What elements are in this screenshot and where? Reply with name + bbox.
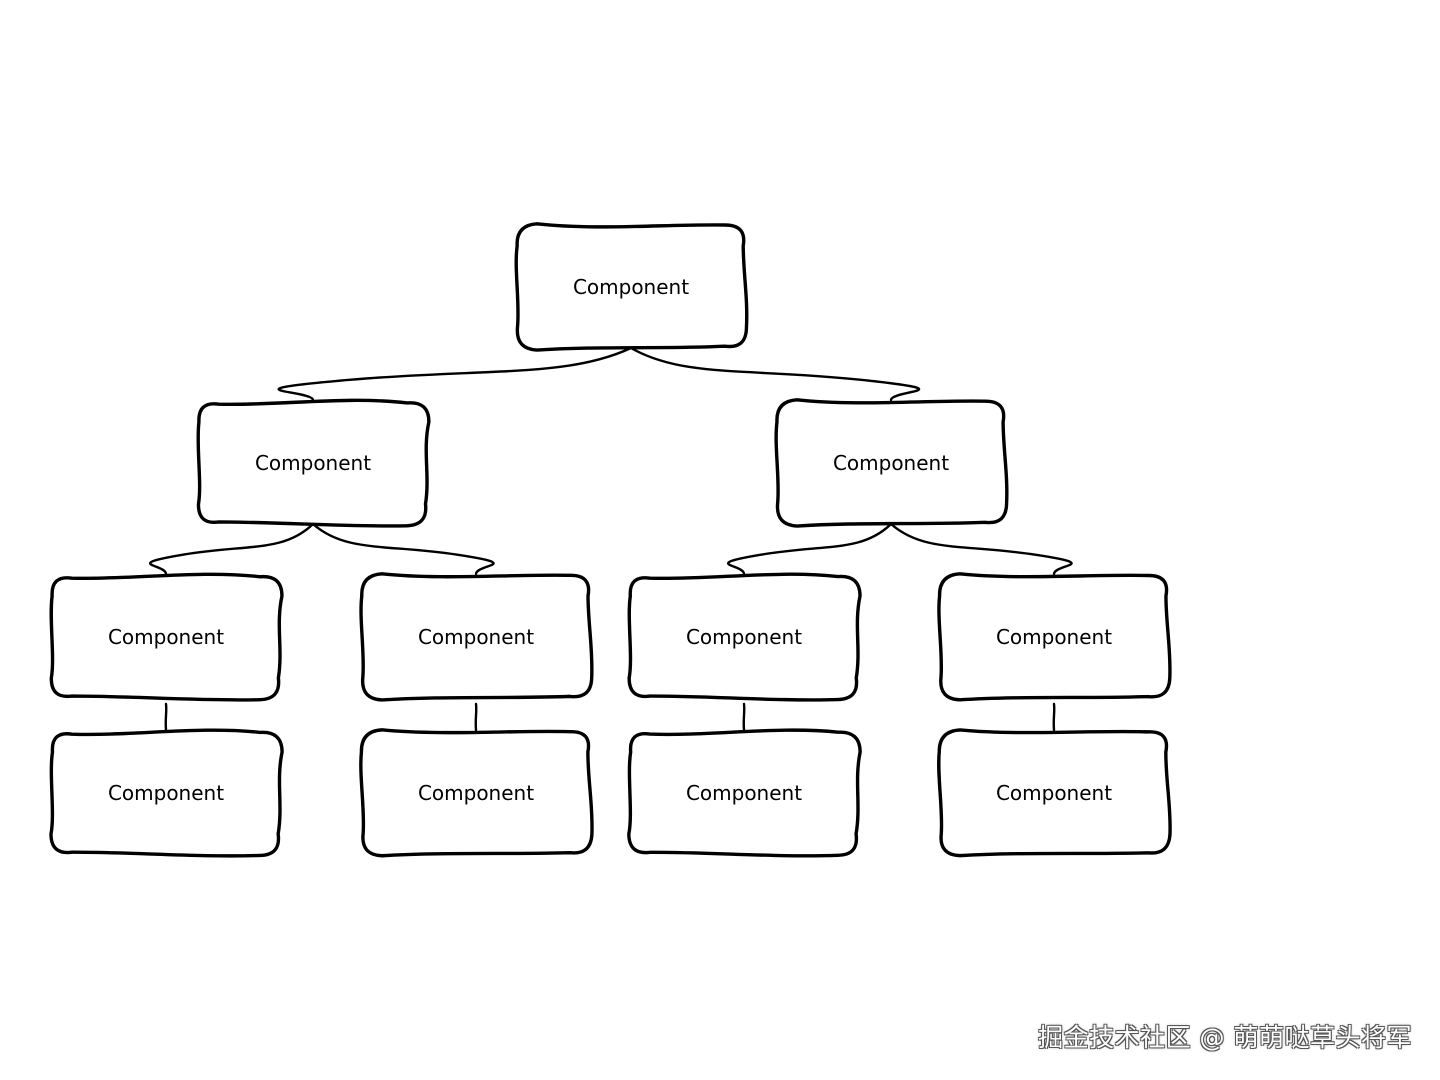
component-box: [196, 398, 431, 528]
component-node-l2-2: Component: [359, 572, 594, 702]
component-box: [627, 572, 862, 702]
edge-l1-right-to-l2-4: [889, 522, 1073, 576]
component-label: Component: [108, 781, 224, 805]
component-label: Component: [108, 625, 224, 649]
edge-root-to-l1-left: [277, 346, 633, 402]
edge-l2-3-to-l3-3: [742, 702, 746, 732]
component-box: [937, 572, 1172, 702]
component-label: Component: [418, 625, 534, 649]
component-box: [514, 222, 749, 352]
edge-l1-left-to-l2-2: [311, 522, 495, 576]
component-label: Component: [996, 781, 1112, 805]
component-box: [937, 728, 1172, 858]
component-label: Component: [418, 781, 534, 805]
component-label: Component: [686, 625, 802, 649]
component-node-root: Component: [514, 222, 749, 352]
component-label: Component: [686, 781, 802, 805]
component-label: Component: [833, 451, 949, 475]
edge-l1-right-to-l2-3: [727, 522, 893, 576]
component-node-l2-3: Component: [627, 572, 862, 702]
component-node-l2-4: Component: [937, 572, 1172, 702]
component-box: [359, 728, 594, 858]
component-node-l1-right: Component: [774, 398, 1009, 528]
component-box: [49, 572, 284, 702]
component-node-l3-3: Component: [627, 728, 862, 858]
component-node-l1-left: Component: [196, 398, 431, 528]
edge-l2-1-to-l3-1: [164, 702, 168, 732]
component-node-l2-1: Component: [49, 572, 284, 702]
component-box: [49, 728, 284, 858]
component-node-l3-2: Component: [359, 728, 594, 858]
component-box: [627, 728, 862, 858]
edge-l2-4-to-l3-4: [1052, 702, 1056, 732]
component-box: [359, 572, 594, 702]
component-label: Component: [255, 451, 371, 475]
edge-root-to-l1-right: [629, 346, 921, 402]
component-node-l3-1: Component: [49, 728, 284, 858]
edges-layer: [149, 346, 1073, 732]
component-box: [774, 398, 1009, 528]
watermark-text: 掘金技术社区 @ 萌萌哒草头将军: [1038, 1023, 1412, 1052]
edge-l2-2-to-l3-2: [474, 702, 478, 732]
edge-l1-left-to-l2-1: [149, 522, 315, 576]
component-label: Component: [996, 625, 1112, 649]
component-node-l3-4: Component: [937, 728, 1172, 858]
component-label: Component: [573, 275, 689, 299]
